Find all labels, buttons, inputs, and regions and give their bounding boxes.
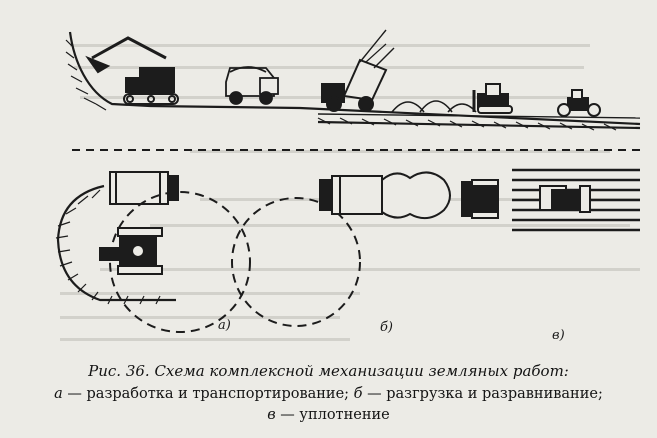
tipping-truck-profile bbox=[321, 29, 395, 112]
excavator-profile bbox=[85, 36, 179, 105]
caption-letter-a: а bbox=[54, 386, 63, 402]
turning-circles bbox=[109, 191, 361, 333]
caption-letter-b: б bbox=[353, 386, 363, 402]
soil-mounds-profile bbox=[391, 100, 477, 113]
caption-text-a: — разработка и транспортирование; bbox=[62, 386, 354, 402]
caption-letter-v: в bbox=[267, 407, 276, 423]
fill-base-line bbox=[317, 120, 641, 130]
panel-label-v: в) bbox=[552, 328, 565, 343]
soil-piles-plan bbox=[381, 171, 451, 220]
panel-label-b: б) bbox=[380, 320, 394, 335]
excavator-plan bbox=[99, 227, 163, 275]
figure-caption-line-2: в — уплотнение bbox=[0, 407, 657, 423]
caption-text-b: — разгрузка и разравнивание; bbox=[362, 386, 603, 402]
bulldozer-plan bbox=[461, 179, 499, 219]
dump-truck-plan-b bbox=[319, 175, 383, 215]
figure-caption-line-1: а — разработка и транспортирование; б — … bbox=[0, 386, 657, 402]
fill-layer-line bbox=[317, 113, 641, 119]
figure-caption-title: Рис. 36. Схема комплексной механизации з… bbox=[88, 362, 569, 380]
compaction-strips bbox=[512, 168, 640, 232]
dump-truck-plan-a bbox=[109, 171, 179, 205]
panel-label-a: а) bbox=[218, 318, 231, 333]
caption-text-v: — уплотнение bbox=[275, 407, 390, 423]
roller-plan bbox=[539, 185, 591, 213]
roller-profile bbox=[557, 89, 601, 117]
bulldozer-profile bbox=[472, 83, 513, 114]
plan-excavation-pit bbox=[55, 184, 176, 305]
dump-truck-profile bbox=[225, 66, 279, 105]
